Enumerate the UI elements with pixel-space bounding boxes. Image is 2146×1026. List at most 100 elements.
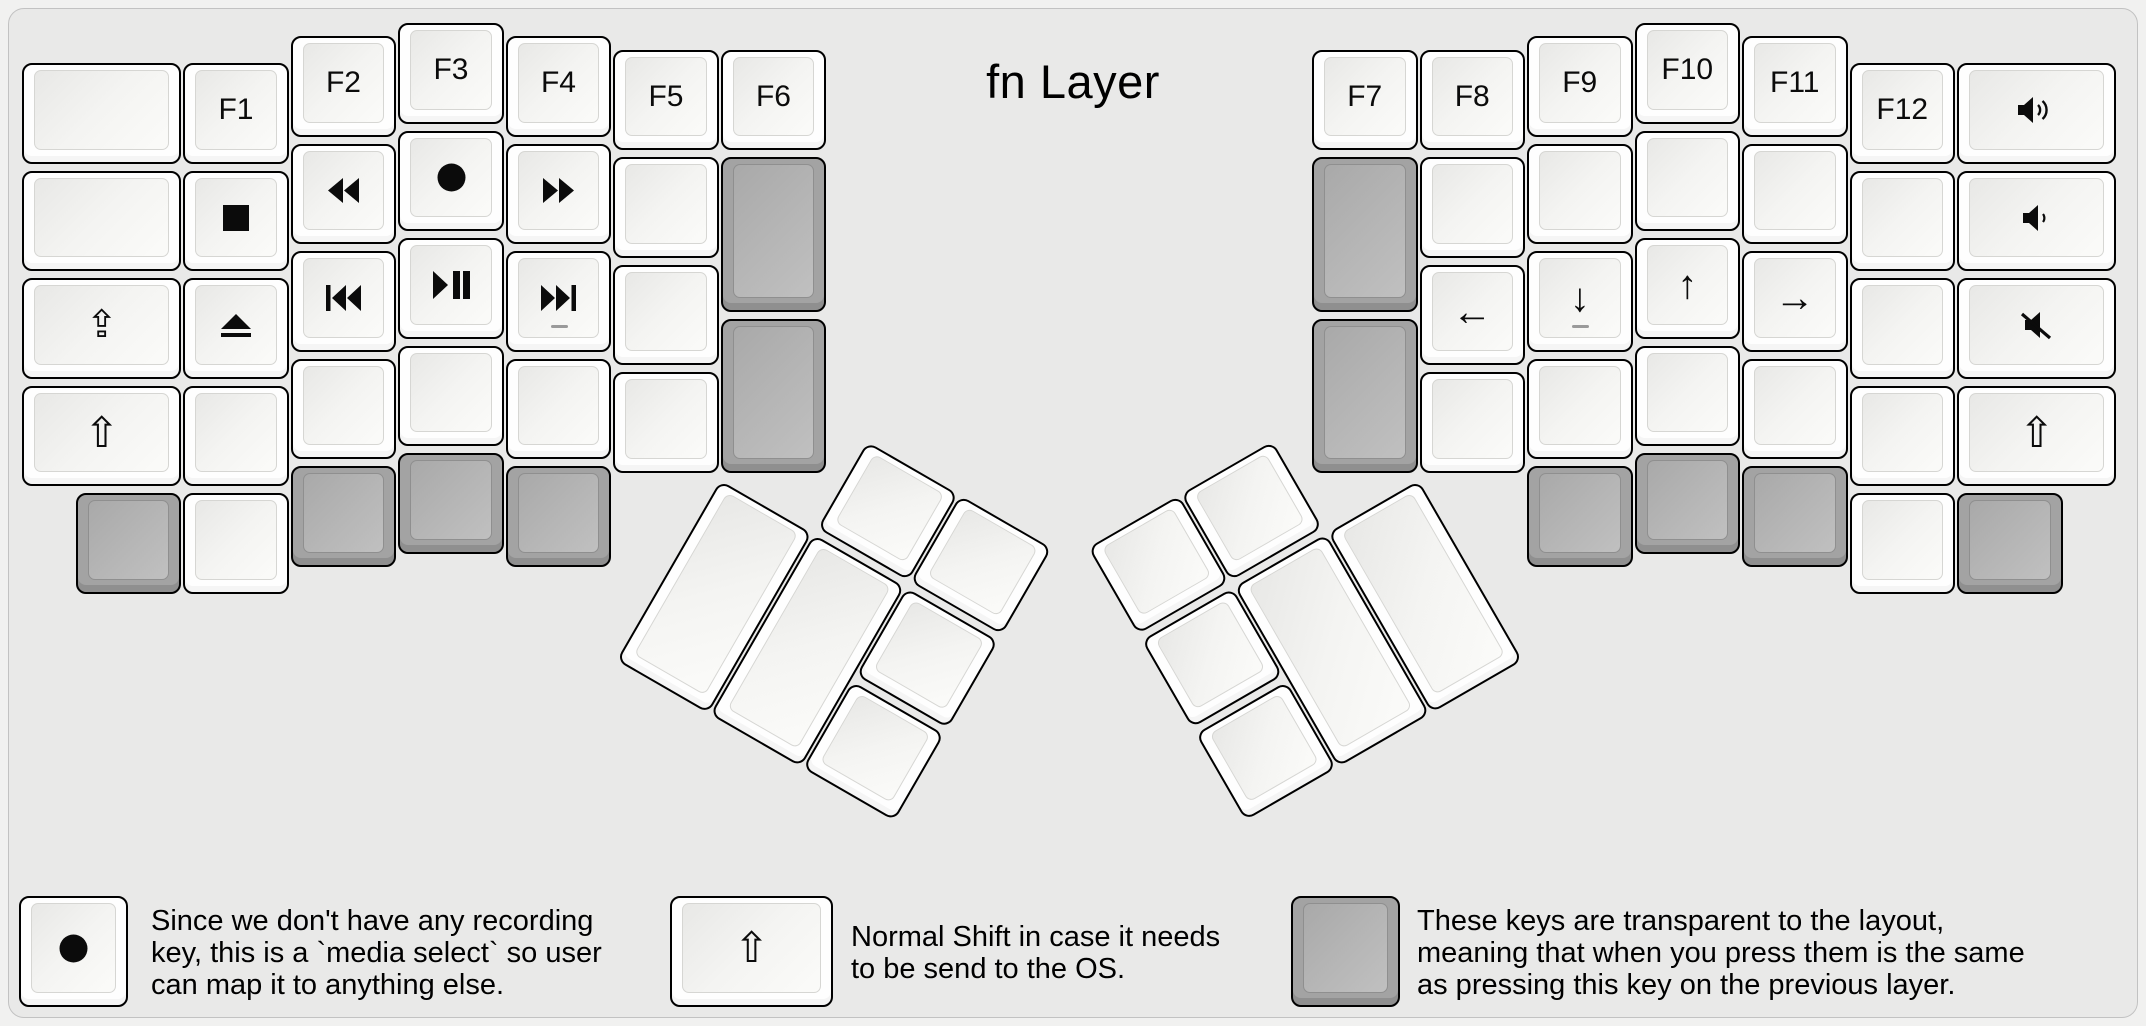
key-f11[interactable]: F11 (1742, 36, 1848, 137)
key-blank-l-c1-r4[interactable] (183, 385, 289, 487)
keycap-surface (410, 137, 492, 217)
key-blank-r-c13-r2[interactable] (1419, 157, 1525, 258)
key-f9[interactable]: F9 (1527, 36, 1633, 137)
key-volume-down[interactable] (1957, 170, 2117, 272)
keycap-surface (195, 500, 277, 580)
key-blank-outer-l-r1[interactable] (22, 63, 182, 164)
key-shift-left[interactable]: ⇧ (22, 385, 182, 487)
key-volume-up[interactable] (1957, 63, 2117, 164)
key-blank-l-c4-r4[interactable] (505, 358, 612, 460)
key-blank-r-c16-r4[interactable] (1742, 358, 1848, 460)
key-f8[interactable]: F8 (1419, 49, 1525, 151)
key-transparent-r-inner-1[interactable] (1312, 157, 1418, 312)
keycap-surface (1324, 164, 1406, 298)
key-transparent-r-bottom-1[interactable] (1527, 466, 1633, 567)
keycap-surface (31, 903, 116, 993)
key-play-pause[interactable] (398, 238, 504, 339)
key-transparent-l-inner-1[interactable] (720, 157, 827, 312)
keycap-surface: F12 (1861, 70, 1943, 150)
next-track-icon (541, 285, 576, 312)
key-f10[interactable]: F10 (1634, 23, 1740, 124)
key-label: F2 (325, 66, 361, 100)
keycap-surface (1861, 177, 1943, 258)
keycap-surface (1303, 903, 1388, 993)
keycap-surface (1539, 473, 1621, 553)
key-blank-l-c2-r4[interactable] (290, 358, 397, 460)
key-blank-l-c5-r2[interactable] (613, 157, 719, 258)
key-blank-r-c17-r2[interactable] (1849, 170, 1955, 272)
key-transparent-l-bottom-2[interactable] (290, 466, 397, 567)
key-blank-r-c14-r4[interactable] (1527, 358, 1633, 460)
key-f6[interactable]: F6 (720, 49, 827, 151)
key-label: F10 (1661, 52, 1714, 86)
key-label: F4 (540, 66, 576, 100)
key-blank-outer-l-r2[interactable] (22, 170, 182, 272)
key-f1[interactable]: F1 (183, 63, 289, 164)
keycap-surface: F5 (625, 56, 707, 137)
key-prev-track[interactable] (290, 251, 397, 352)
record-icon (437, 163, 466, 192)
key-blank-r-c13-r4[interactable] (1419, 372, 1525, 473)
key-blank-r-c14-r2[interactable] (1527, 143, 1633, 245)
key-blank-r-c15-r4[interactable] (1634, 345, 1740, 446)
keycap-surface: F6 (732, 56, 815, 137)
keycap-surface (87, 500, 170, 580)
key-volume-mute[interactable] (1957, 278, 2117, 379)
key-f5[interactable]: F5 (613, 49, 719, 151)
key-transparent-l-inner-2[interactable] (720, 318, 827, 473)
key-f3[interactable]: F3 (398, 23, 504, 124)
keycap-surface: F7 (1324, 56, 1406, 137)
key-arrow-right[interactable]: → (1742, 251, 1848, 352)
key-stop[interactable] (183, 170, 289, 272)
key-label: F1 (218, 93, 254, 127)
key-blank-l-c5-r3[interactable] (613, 264, 719, 366)
key-transparent-l-bottom-1[interactable] (75, 493, 182, 594)
key-arrow-down[interactable]: ↓ (1527, 251, 1633, 352)
key-f12[interactable]: F12 (1849, 63, 1955, 164)
key-arrow-left[interactable]: ← (1419, 264, 1525, 366)
key-f7[interactable]: F7 (1312, 49, 1418, 151)
key-transparent-r-bottom-4[interactable] (1957, 493, 2063, 594)
key-record[interactable] (398, 130, 504, 231)
key-transparent-r-bottom-2[interactable] (1634, 453, 1740, 554)
key-caps-lock-left[interactable]: ⇪ (22, 278, 182, 379)
key-blank-r-c17-r3[interactable] (1849, 278, 1955, 379)
key-f4[interactable]: F4 (505, 36, 612, 137)
page-title: fn Layer (986, 55, 1160, 108)
legend-text-3: These keys are transparent to the layout… (1417, 905, 2025, 1001)
key-label: F11 (1770, 66, 1820, 100)
key-legend-shift-key: ⇧ (670, 896, 833, 1007)
key-rewind[interactable] (290, 143, 397, 245)
keycap-surface (195, 285, 277, 365)
key-label: F3 (433, 52, 469, 86)
key-blank-l-bottom[interactable] (183, 493, 289, 594)
key-shift-right[interactable]: ⇧ (1957, 385, 2117, 487)
keycap-surface (625, 164, 707, 244)
key-eject[interactable] (183, 278, 289, 379)
keycap-surface (732, 164, 815, 298)
keycap-surface: F4 (517, 43, 600, 123)
key-transparent-l-bottom-4[interactable] (505, 466, 612, 567)
keycap-surface (625, 379, 707, 459)
keycap-surface (1324, 325, 1406, 459)
key-blank-l-c3-r4[interactable] (398, 345, 504, 446)
key-f2[interactable]: F2 (290, 36, 397, 137)
key-blank-r-c17-r4[interactable] (1849, 385, 1955, 487)
keycap-surface (1754, 150, 1836, 231)
key-transparent-r-bottom-3[interactable] (1742, 466, 1848, 567)
key-next-track[interactable] (505, 251, 612, 352)
keycap-surface (1431, 379, 1513, 459)
keycap-surface (1646, 352, 1728, 432)
key-fast-forward[interactable] (505, 143, 612, 245)
homing-bar (550, 324, 568, 328)
key-arrow-up[interactable]: ↑ (1634, 238, 1740, 339)
key-blank-l-c5-r4[interactable] (613, 372, 719, 473)
key-blank-r-c16-r2[interactable] (1742, 143, 1848, 245)
key-blank-r-c15-r2[interactable] (1634, 130, 1740, 231)
key-transparent-l-bottom-3[interactable] (398, 453, 504, 554)
shift-icon: ⇧ (2019, 408, 2055, 456)
shift-icon: ⇧ (733, 924, 770, 971)
record-icon (59, 934, 88, 963)
key-blank-r-bottom[interactable] (1849, 493, 1955, 594)
key-transparent-r-inner-2[interactable] (1312, 318, 1418, 473)
